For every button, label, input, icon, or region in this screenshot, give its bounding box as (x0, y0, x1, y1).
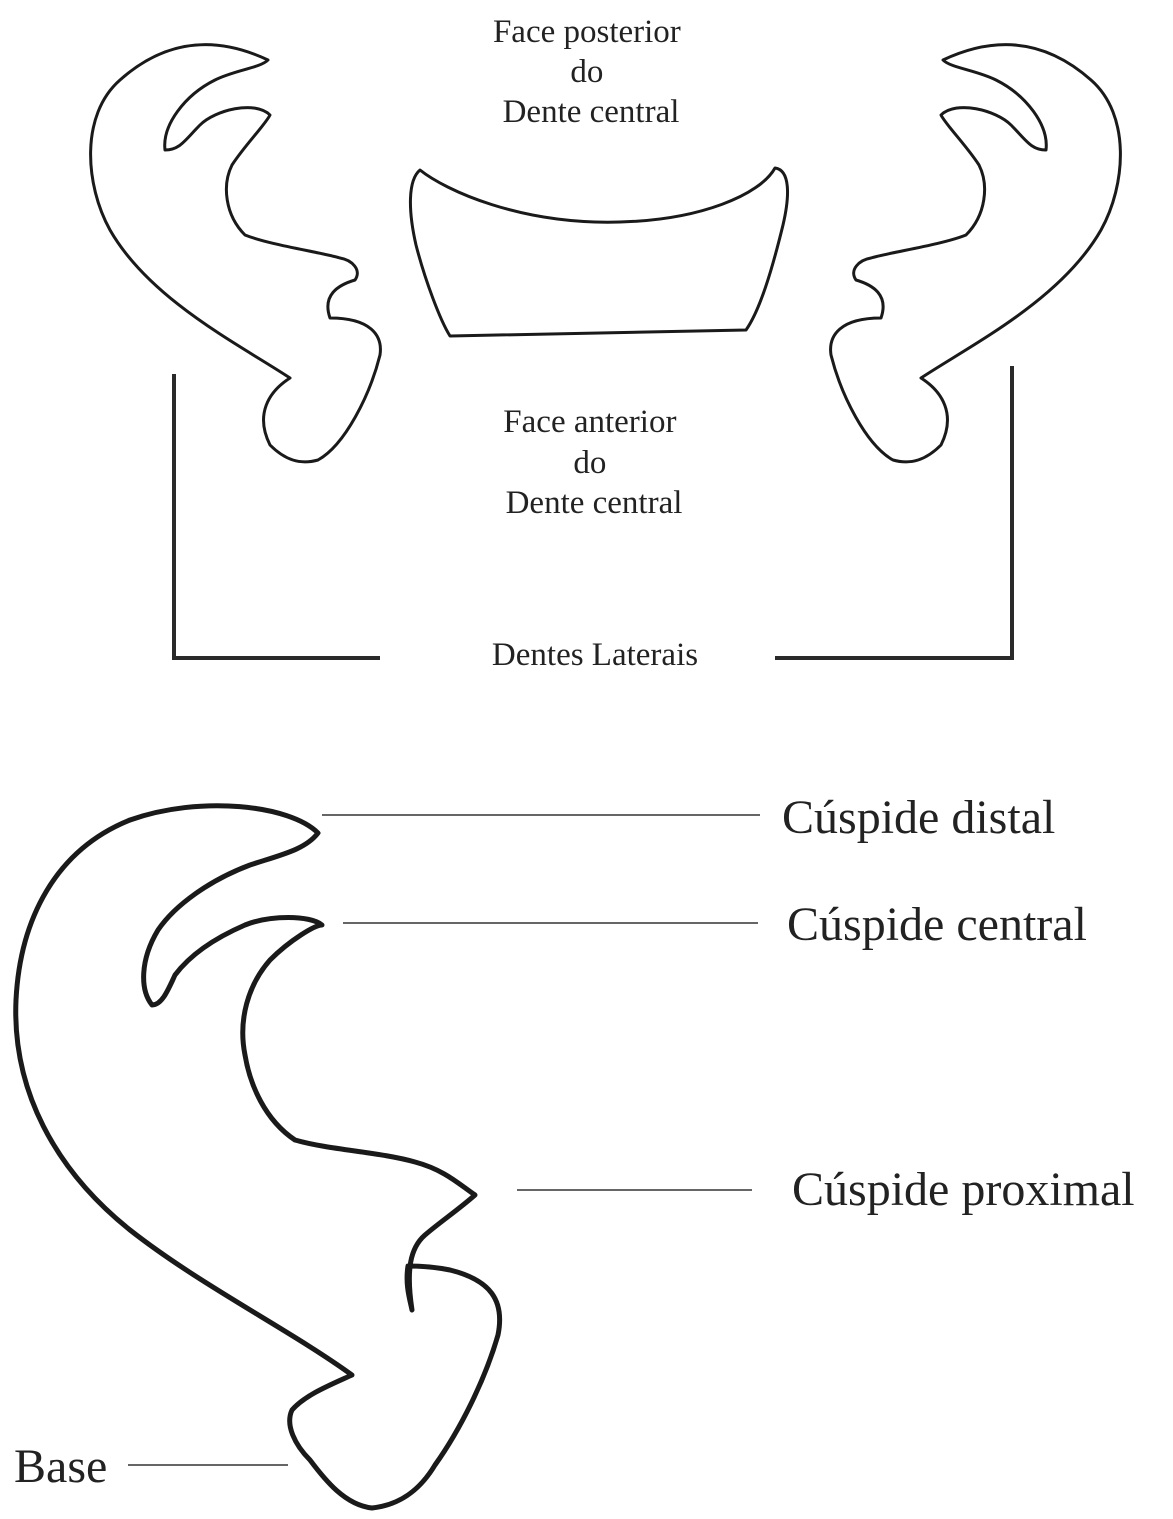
distal-cusp-label: Cúspide distal (782, 791, 1055, 844)
left-bracket (174, 374, 380, 658)
central-cusp-label: Cúspide central (787, 898, 1087, 951)
enlarged-lateral-tooth (16, 806, 500, 1508)
left-lateral-tooth (91, 45, 381, 462)
posterior-face-label: Face posterior do Dente central (493, 14, 689, 130)
right-bracket (775, 366, 1012, 658)
lateral-teeth-label: Dentes Laterais (492, 637, 698, 673)
right-lateral-tooth (831, 45, 1121, 462)
proximal-cusp-label: Cúspide proximal (792, 1163, 1135, 1216)
base-label: Base (14, 1440, 107, 1493)
central-tooth-shape (410, 168, 787, 336)
anterior-face-label: Face anterior do Dente central (503, 404, 684, 521)
